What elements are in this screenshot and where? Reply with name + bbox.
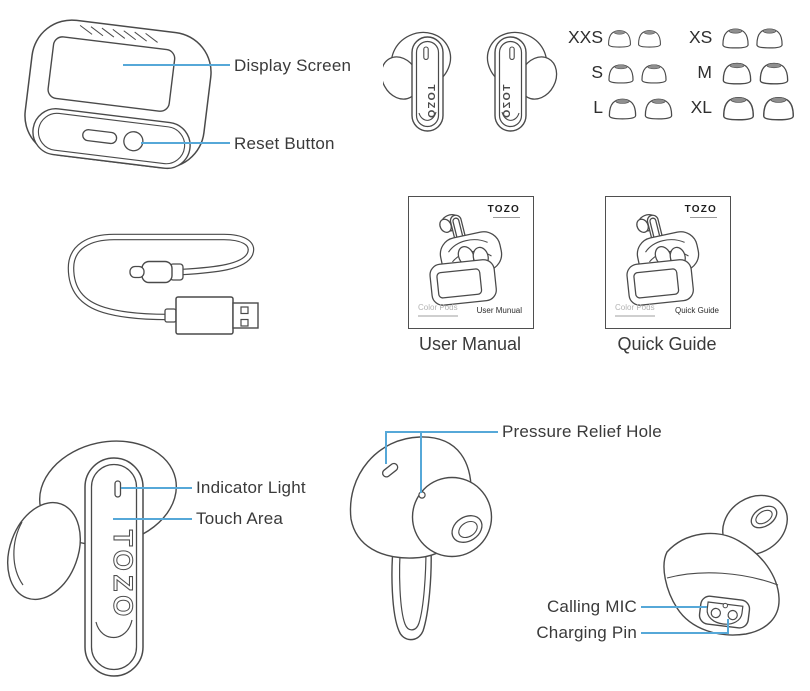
usb-port-slot bbox=[82, 129, 118, 145]
tip-size-label: S bbox=[591, 62, 603, 82]
booklet-product-tagline-rule bbox=[615, 315, 655, 317]
pressure-relief-hole-drawing bbox=[418, 491, 426, 499]
usb-cable-drawing bbox=[67, 233, 259, 335]
indicator-light-drawing bbox=[114, 480, 122, 498]
left-earbud-brand-text: TOZO bbox=[425, 85, 437, 120]
ear-tips-grid: XXS XS S M L XL bbox=[551, 20, 810, 125]
reset-button-label: Reset Button bbox=[234, 134, 335, 153]
ear-tip-icon bbox=[721, 26, 750, 49]
charging-pin-leader-riser bbox=[727, 619, 729, 634]
indicator-light-leader-line bbox=[121, 487, 192, 489]
ear-tip-icon bbox=[721, 94, 756, 121]
display-screen-leader-line bbox=[123, 64, 230, 66]
quick-guide-caption: Quick Guide bbox=[617, 334, 717, 354]
booklet-cover-title: Quick Guide bbox=[674, 306, 719, 315]
usb-a-connector bbox=[164, 296, 259, 335]
quick-guide-booklet: TOZO Color Pods Quick Guide bbox=[605, 196, 731, 329]
touch-area-label: Touch Area bbox=[196, 509, 284, 528]
earbud-front-view-drawing: TOZO bbox=[7, 440, 178, 677]
calling-mic-label: Calling MIC bbox=[546, 597, 637, 616]
tip-pair-s bbox=[603, 62, 689, 84]
charging-case-drawing bbox=[24, 19, 212, 170]
tip-pair-xl bbox=[712, 94, 810, 121]
earbud-bottom-view-drawing bbox=[663, 494, 788, 636]
booklet-brand-logo: TOZO bbox=[684, 204, 717, 215]
touch-area-leader-line bbox=[113, 518, 192, 520]
ear-tip-icon bbox=[637, 28, 662, 48]
tip-pair-m bbox=[712, 60, 810, 85]
ear-tip-icon bbox=[640, 62, 668, 84]
earbud-pair-drawing: TOZO bbox=[383, 22, 563, 132]
tip-size-label: XL bbox=[690, 97, 712, 117]
ear-tip-icon bbox=[761, 94, 796, 121]
booklet-logo-tagline-rule bbox=[493, 217, 520, 218]
tip-pair-xs bbox=[712, 26, 810, 49]
calling-mic-drawing bbox=[722, 602, 728, 609]
display-screen-area bbox=[47, 36, 176, 112]
pressure-relief-slot-drawing bbox=[381, 462, 399, 478]
calling-mic-leader-line bbox=[641, 606, 707, 608]
booklet-cover-art bbox=[427, 211, 513, 307]
ear-tip-icon bbox=[755, 26, 784, 49]
booklet-brand-logo: TOZO bbox=[487, 204, 520, 215]
booklet-cover-art bbox=[624, 211, 710, 307]
ear-tip-icon bbox=[607, 62, 635, 84]
ear-tip-icon bbox=[643, 96, 674, 120]
charging-pin-leader-line bbox=[641, 632, 729, 634]
tip-size-label: XS bbox=[689, 27, 713, 47]
usb-c-connector bbox=[129, 260, 184, 284]
tip-pair-xxs bbox=[603, 28, 689, 48]
front-earbud-brand-text: TOZO bbox=[108, 530, 138, 621]
user-manual-booklet: TOZO Color Pods User Munual bbox=[408, 196, 534, 329]
ear-tip-icon bbox=[758, 60, 790, 85]
charging-pin-label: Charging Pin bbox=[536, 623, 637, 642]
user-manual-caption: User Manual bbox=[418, 334, 522, 354]
reset-button-leader-line bbox=[141, 142, 230, 144]
charging-pin-drawing bbox=[710, 607, 722, 619]
pressure-relief-leader-drop-1 bbox=[385, 431, 387, 464]
booklet-product-name: Color Pods bbox=[615, 303, 655, 312]
pressure-relief-leader-line bbox=[385, 431, 498, 433]
ear-tip-icon bbox=[721, 60, 753, 85]
tip-size-label: M bbox=[697, 62, 712, 82]
pressure-relief-leader-drop-2 bbox=[420, 431, 422, 493]
pressure-relief-hole-label: Pressure Relief Hole bbox=[502, 422, 662, 441]
booklet-product-tagline-rule bbox=[418, 315, 458, 317]
booklet-logo-tagline-rule bbox=[690, 217, 717, 218]
ear-tip-icon bbox=[607, 96, 638, 120]
tip-size-label: L bbox=[593, 97, 603, 117]
earbud-back-view-drawing bbox=[349, 436, 493, 641]
booklet-cover-title: User Munual bbox=[476, 306, 522, 315]
display-screen-label: Display Screen bbox=[234, 56, 352, 75]
charging-pin-drawing bbox=[727, 609, 738, 621]
ear-tip-icon bbox=[607, 28, 632, 48]
tip-pair-l bbox=[603, 96, 689, 120]
tip-size-label: XXS bbox=[567, 27, 603, 47]
indicator-light-label: Indicator Light bbox=[196, 478, 306, 497]
booklet-product-name: Color Pods bbox=[418, 303, 458, 312]
